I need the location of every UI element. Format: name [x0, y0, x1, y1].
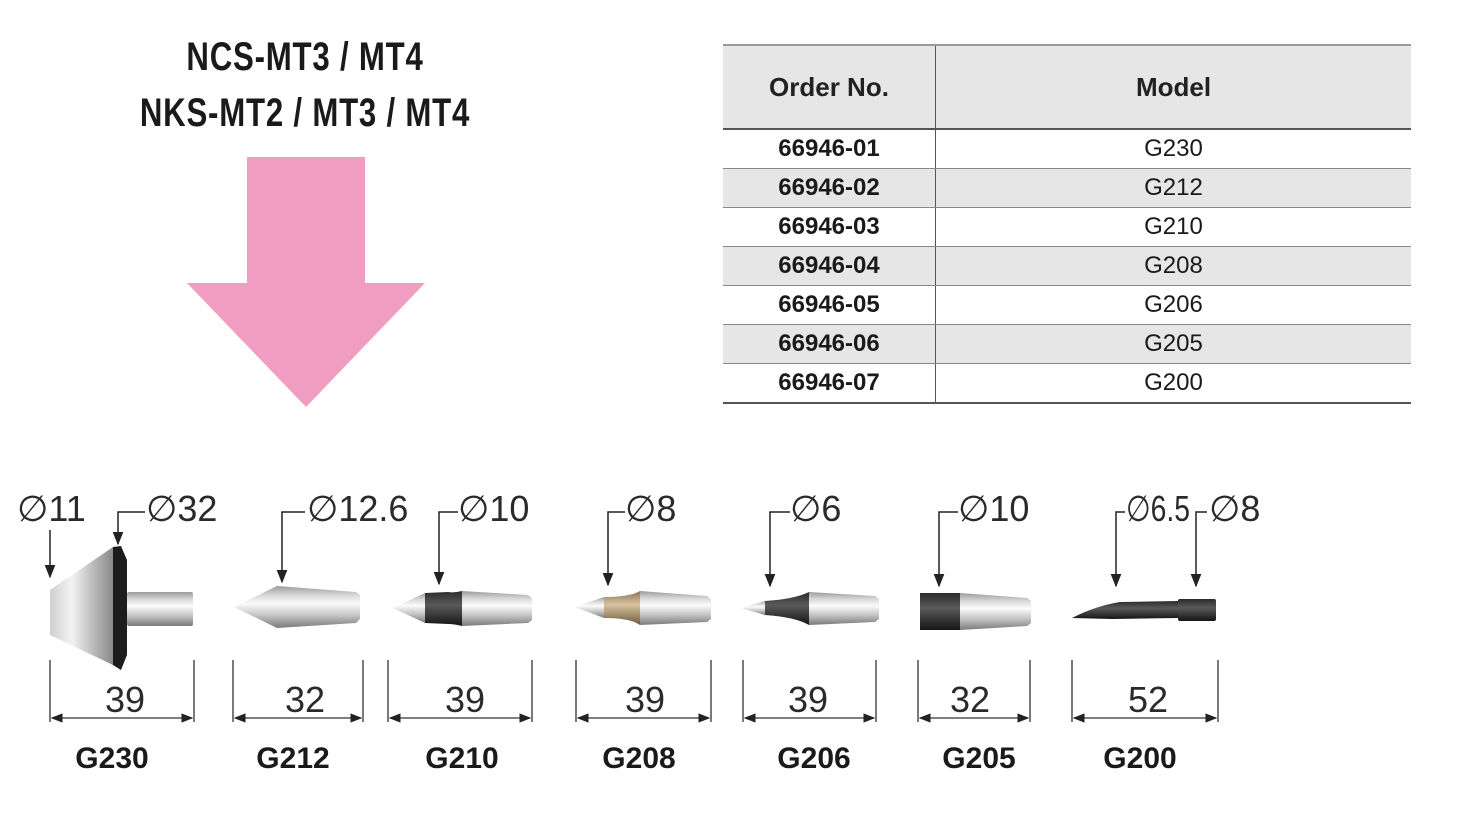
model-cell: G208	[935, 246, 1411, 286]
g212-body	[277, 586, 360, 628]
g200-diameter-1: ∅6.5	[1126, 488, 1190, 529]
order-no-cell: 66946-07	[723, 363, 936, 404]
g200-model-label: G200	[1103, 742, 1176, 775]
g205-length: 32	[950, 679, 990, 720]
order-no-cell: 66946-02	[723, 168, 936, 208]
g208-leader	[602, 511, 625, 587]
g205-carbide	[920, 593, 960, 630]
g212-ext-lines	[232, 660, 364, 722]
g206-carbide	[765, 592, 809, 625]
tool-g208	[575, 511, 711, 625]
g200-blade	[1072, 601, 1178, 619]
tool-g200	[1072, 511, 1216, 621]
g205-diameter: ∅10	[958, 488, 1029, 529]
g205-ext-lines	[917, 660, 1031, 722]
g210-ext-lines	[387, 660, 533, 722]
order-no-cell: 66946-03	[723, 207, 936, 247]
g205-body	[960, 593, 1031, 630]
g210-tip	[393, 593, 425, 623]
tool-g206	[741, 511, 879, 625]
g212-length: 32	[285, 679, 325, 720]
g206-body	[809, 592, 879, 625]
g210-leader	[433, 511, 458, 586]
dimension-lines	[49, 660, 1219, 723]
g212-diameter: ∅12.6	[307, 488, 408, 529]
g206-tip	[741, 601, 765, 615]
g212-leader	[276, 511, 305, 584]
g210-model-label: G210	[425, 742, 498, 775]
tool-g230	[44, 511, 193, 670]
g205-model-label: G205	[942, 742, 1015, 775]
g208-bronze	[604, 591, 640, 625]
g206-model-label: G206	[777, 742, 850, 775]
g208-diameter: ∅8	[625, 488, 676, 529]
header-model: Model	[935, 44, 1411, 130]
tool-g205	[920, 511, 1031, 630]
g200-diameter-2: ∅8	[1209, 488, 1260, 529]
g210-diameter: ∅10	[458, 488, 529, 529]
g208-model-label: G208	[602, 742, 675, 775]
g205-leader	[933, 511, 958, 588]
g230-diameter-2: ∅32	[146, 488, 217, 529]
heading-line-2: NKS-MT2 / MT3 / MT4	[139, 91, 471, 135]
model-cell: G205	[935, 324, 1411, 364]
g200-leader-2	[1190, 511, 1207, 588]
g200-ext-lines	[1071, 660, 1219, 722]
order-no-cell: 66946-05	[723, 285, 936, 325]
tool-g212	[234, 511, 360, 628]
g210-length: 39	[445, 679, 485, 720]
down-arrow-shape	[187, 157, 425, 407]
g206-ext-lines	[742, 660, 877, 722]
model-cell: G200	[935, 363, 1411, 404]
header-order-no: Order No.	[723, 44, 936, 130]
g200-length: 52	[1128, 679, 1168, 720]
g210-carbide	[425, 591, 462, 626]
g230-ext-lines	[49, 660, 195, 722]
tool-g210	[393, 511, 532, 626]
g230-shank	[127, 592, 193, 626]
order-no-cell: 66946-01	[723, 129, 936, 169]
g206-length: 39	[788, 679, 828, 720]
g212-model-label: G212	[256, 742, 329, 775]
g230-flange	[113, 546, 127, 670]
order-no-cell: 66946-04	[723, 246, 936, 286]
g200-collar	[1178, 599, 1216, 621]
order-no-cell: 66946-06	[723, 324, 936, 364]
g230-leader-2	[112, 511, 145, 546]
g208-tip	[575, 597, 604, 618]
g200-leader-1	[1110, 511, 1125, 588]
g208-ext-lines	[575, 660, 712, 722]
model-cell: G210	[935, 207, 1411, 247]
g212-tip	[234, 586, 277, 628]
g210-body	[462, 591, 532, 626]
table-header-row: Order No. Model	[723, 44, 1411, 130]
g206-diameter: ∅6	[790, 488, 841, 529]
g230-length: 39	[105, 679, 145, 720]
g230-cone	[50, 547, 113, 665]
g230-diameter-1: ∅11	[17, 488, 86, 529]
g206-leader	[764, 511, 790, 588]
model-cell: G212	[935, 168, 1411, 208]
heading-line-1: NCS-MT3 / MT4	[186, 35, 424, 79]
model-cell: G230	[935, 129, 1411, 169]
down-arrow-icon	[187, 157, 425, 407]
g230-model-label: G230	[75, 742, 148, 775]
model-cell: G206	[935, 285, 1411, 325]
g208-body	[640, 591, 711, 625]
g208-length: 39	[625, 679, 665, 720]
